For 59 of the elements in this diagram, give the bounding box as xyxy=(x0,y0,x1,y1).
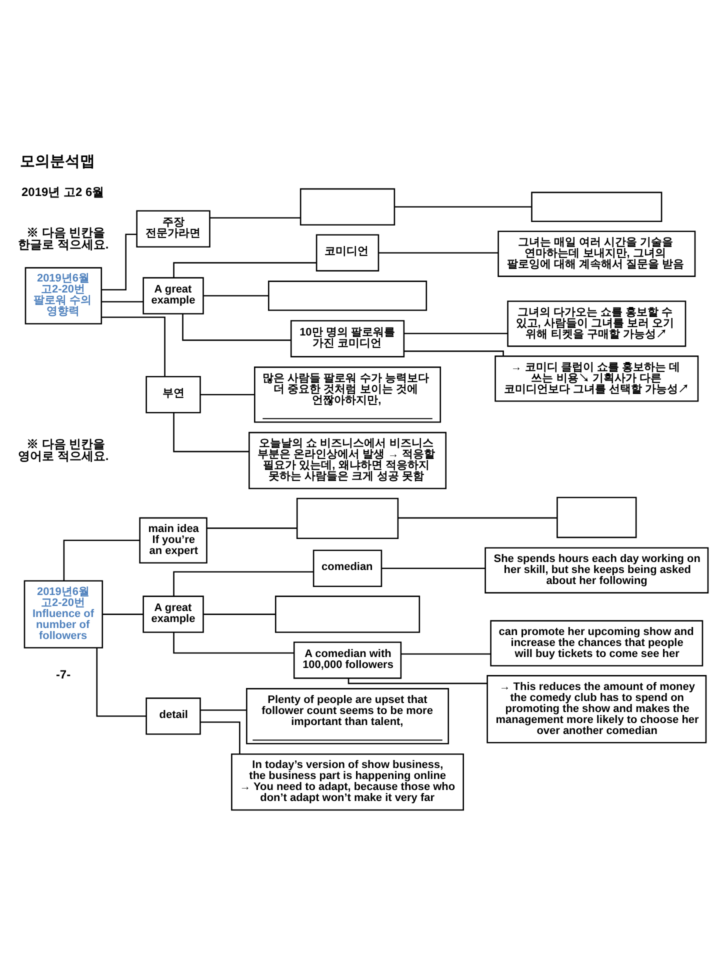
node-box xyxy=(300,188,396,226)
node-box: A great example xyxy=(142,276,204,314)
connector xyxy=(204,613,276,614)
node-box: A great example xyxy=(142,595,204,632)
node-box: 코미디언 xyxy=(316,234,380,271)
connector xyxy=(182,313,291,340)
connector xyxy=(206,527,297,528)
diagram-title: 모의분석맵 xyxy=(20,152,96,170)
node-box: Plenty of people are upset that follower count seems to be more important than talent, xyxy=(246,688,450,744)
connector xyxy=(378,252,498,253)
node-box: In today’s version of show business, the business part is happening online → You need to adapt, because those who don’t adapt won’t make it very far xyxy=(231,752,464,810)
node-box: 주장 전문가라면 xyxy=(136,210,210,247)
connector xyxy=(382,567,486,569)
node-box: can promote her upcoming show and increase the chances that people will buy tickets to come see her xyxy=(490,620,704,666)
node-box xyxy=(274,595,420,632)
node-box xyxy=(556,496,637,538)
label: 2019년 고2 6월 xyxy=(22,184,104,199)
node-box xyxy=(268,280,428,310)
node-box: She spends hours each day working on her skill, but she keeps being asked about her following xyxy=(484,546,709,593)
connector xyxy=(348,678,488,684)
node-box: 오늘날의 쇼 비즈니스에서 비즈니스 부분은 온라인상에서 발생 → 적응할 필요가 있는데, 왜냐하면 적응하지 못하는 사람들은 크게 성공 못함 xyxy=(248,431,447,489)
node-box: 그녀는 매일 여러 시간을 기술을 연마하는데 보내지만, 그녀의 팔로잉에 대해 계속해서 질문을 받음 xyxy=(498,230,696,276)
node-box xyxy=(531,191,662,222)
connector xyxy=(404,332,508,334)
connector xyxy=(63,539,140,580)
connector xyxy=(200,721,240,754)
connector xyxy=(102,300,144,302)
node-box: → 코미디 클럽이 쇼를 홍보하는 데 쓰는 비용↘ 기획사가 다른 코미디언보다 그녀를 선택할 가능성↗ xyxy=(494,355,699,402)
label: ※ 다음 빈칸을 영어로 적으세요. xyxy=(18,436,109,463)
connector xyxy=(173,262,316,278)
connector xyxy=(404,350,504,356)
node-box: detail xyxy=(146,697,201,734)
connector xyxy=(200,393,254,395)
node-box: A comedian with 100,000 followers xyxy=(293,641,402,678)
node-box: main idea If you’re an expert xyxy=(139,516,208,564)
connector xyxy=(204,294,268,296)
node-box: comedian xyxy=(312,549,382,586)
connector xyxy=(398,516,558,518)
node-box: 그녀의 다가오는 쇼를 홍보할 수 있고, 사람들이 그녀를 보러 오기 위해 티켓을 구매할 가능성↗ xyxy=(507,300,686,346)
connector xyxy=(200,709,246,710)
connector xyxy=(400,652,491,654)
connector xyxy=(102,613,143,614)
label: -7- xyxy=(56,666,71,681)
node-box: 많은 사람들 팔로워 수가 능력보다 더 중요한 것처럼 보이는 것에 언짢아하지만, xyxy=(254,366,442,422)
node-box: 2019년6월 고2-20번 Influence of number of followers xyxy=(24,580,104,648)
connector xyxy=(173,570,314,596)
connector xyxy=(101,316,166,376)
connector xyxy=(173,412,249,452)
node-box: 2019년6월 고2-20번 팔로워 수의 영향력 xyxy=(24,266,102,324)
connector xyxy=(102,233,136,290)
connector xyxy=(96,647,146,716)
node-box xyxy=(296,497,399,539)
connector xyxy=(210,216,300,218)
label: ※ 다음 빈칸을 한글로 적으세요. xyxy=(18,224,109,251)
node-box: → This reduces the amount of money the comedy club has to spend on promoting the show and makes the management more likely to choose her over another comedian xyxy=(486,674,707,743)
node-box: 10만 명의 팔로워를 가진 코미디언 xyxy=(290,320,405,357)
connector xyxy=(394,206,532,208)
connector xyxy=(173,632,294,654)
node-box: 부연 xyxy=(146,376,201,413)
